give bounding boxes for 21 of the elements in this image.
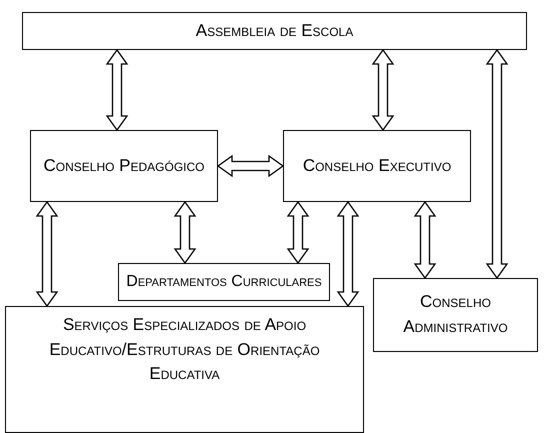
double-arrow xyxy=(174,200,196,264)
node-label: Serviços Especializados de Apoio Educativo/Estruturas de Orientação Educativa xyxy=(48,314,321,386)
node-label: Assembleia de Escola xyxy=(196,20,354,42)
node-label: Conselho Administrativo xyxy=(402,291,509,338)
double-arrow xyxy=(106,48,128,132)
node-label: Departamentos Curriculares xyxy=(126,273,322,291)
double-arrow xyxy=(372,48,394,132)
process-box xyxy=(22,12,527,50)
process-box xyxy=(373,278,538,352)
double-arrow xyxy=(216,154,284,178)
process-box xyxy=(118,263,330,301)
double-arrow xyxy=(414,200,436,280)
process-box xyxy=(5,306,364,433)
double-arrow xyxy=(286,200,310,264)
double-arrow xyxy=(36,200,58,308)
double-arrow xyxy=(486,48,508,280)
double-arrow xyxy=(336,200,360,308)
node-label: Conselho Executivo xyxy=(302,154,452,177)
process-box xyxy=(30,130,218,202)
process-box xyxy=(283,130,471,202)
node-label: Conselho Pedagógico xyxy=(43,154,205,177)
